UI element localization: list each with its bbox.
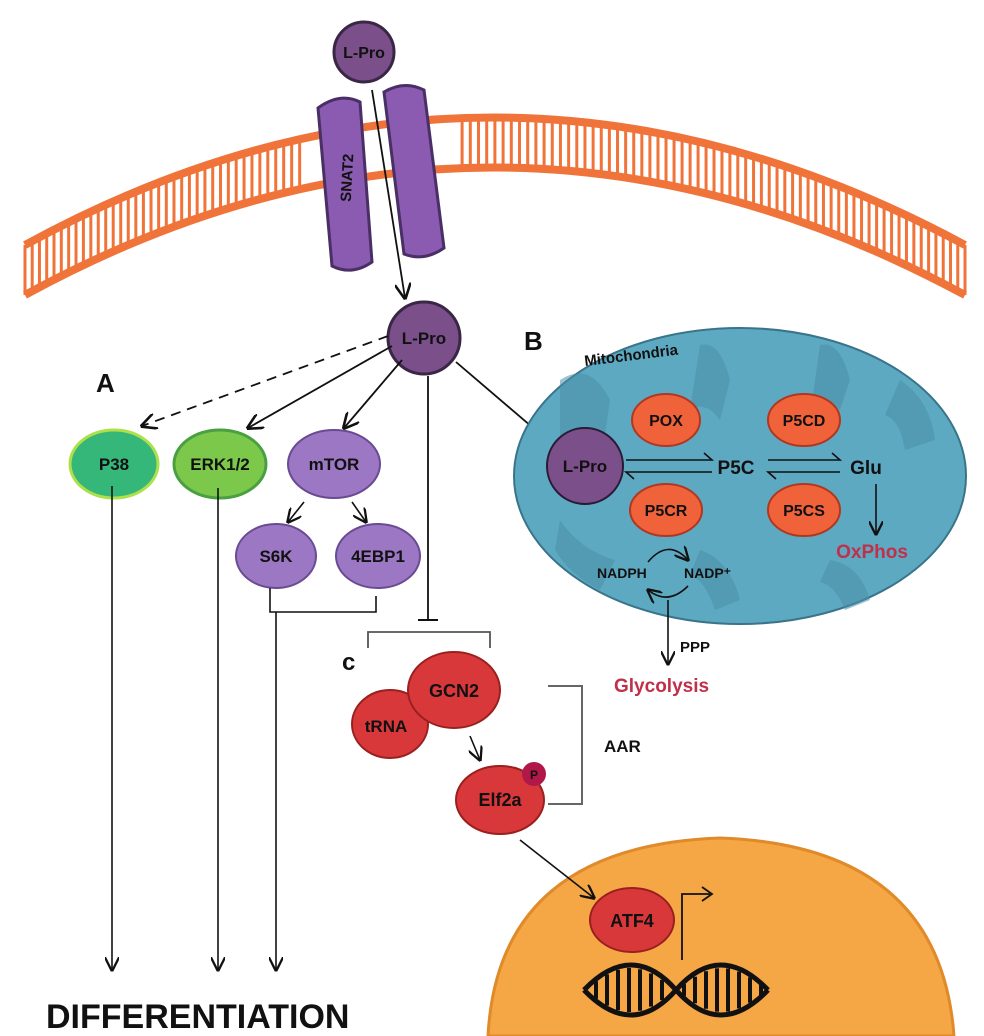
arrow-elf2a-atf4 — [519, 839, 594, 898]
aar-bracket — [548, 685, 583, 805]
p5cr-node: P5CR — [629, 483, 703, 537]
l-pro-mito-label: L-Pro — [563, 457, 607, 476]
mtor-node: mTOR — [287, 429, 381, 499]
cell-membrane — [23, 113, 967, 299]
elf2a-label: Elf2a — [478, 790, 522, 810]
section-label-c: c — [342, 649, 355, 676]
p5cr-label: P5CR — [645, 503, 688, 520]
ppp-label: PPP — [680, 639, 710, 656]
section-label-b: B — [524, 326, 543, 356]
oxphos-label: OxPhos — [836, 542, 908, 563]
s6k-node: S6K — [235, 523, 317, 589]
p5cs-label: P5CS — [783, 503, 825, 520]
l-pro-mito-node: L-Pro — [546, 427, 624, 505]
arrow-to-erk — [248, 345, 393, 428]
s6k-label: S6K — [259, 547, 293, 566]
glycolysis-label: Glycolysis — [614, 676, 709, 697]
4ebp1-label: 4EBP1 — [351, 547, 405, 566]
erk-node: ERK1/2 — [172, 428, 268, 500]
differentiation-label: DIFFERENTIATION — [46, 998, 349, 1036]
equilibrium-p5c-glu — [765, 452, 843, 480]
pox-node: POX — [631, 393, 701, 447]
snat2-label: SNAT2 — [338, 153, 357, 202]
bracket-c-top — [367, 631, 491, 648]
trna-label: tRNA — [365, 717, 408, 736]
arrow-mtor-s6k — [288, 501, 305, 522]
gcn2-node: GCN2 — [407, 651, 501, 729]
trna-node: tRNA — [351, 689, 429, 759]
elf2a-node: Elf2a — [455, 765, 545, 835]
p38-label: P38 — [99, 455, 129, 474]
nadph-cycle-top — [647, 549, 688, 562]
snat2-transporter: SNAT2 — [316, 84, 446, 272]
nadp-label: NADP⁺ — [684, 565, 731, 581]
nadph-cycle-bottom — [648, 585, 689, 597]
atf4-label: ATF4 — [610, 911, 654, 931]
arrow-mtor-4ebp1 — [351, 501, 366, 522]
l-pro-inner-label: L-Pro — [402, 329, 446, 348]
l-pro-outer-node: L-Pro — [332, 20, 396, 84]
section-label-a: A — [96, 368, 115, 398]
nadph-label: NADPH — [597, 565, 647, 581]
arrow-to-mtor — [344, 359, 403, 428]
p38-node: P38 — [68, 428, 160, 500]
4ebp1-node: 4EBP1 — [335, 523, 421, 589]
l-pro-outer-label: L-Pro — [343, 45, 385, 62]
erk-label: ERK1/2 — [190, 455, 250, 474]
l-pro-inner-node: L-Pro — [386, 300, 462, 376]
aar-label: AAR — [604, 737, 641, 756]
bracket-s6k-4ebp1 — [269, 588, 377, 613]
pox-label: POX — [649, 413, 683, 430]
p5cs-node: P5CS — [767, 483, 841, 537]
arrow-gcn2-elf2a — [470, 735, 480, 760]
mtor-label: mTOR — [309, 455, 360, 474]
gcn2-label: GCN2 — [429, 681, 479, 701]
phospho-badge: P — [522, 762, 546, 786]
nucleus — [486, 836, 956, 1036]
atf4-node: ATF4 — [589, 887, 675, 953]
p5c-label: P5C — [718, 458, 755, 479]
p5cd-node: P5CD — [767, 393, 841, 447]
transport-arrow — [371, 89, 405, 298]
equilibrium-lpro-p5c — [623, 452, 715, 480]
transcription-arrow-icon — [681, 886, 714, 960]
p5cd-label: P5CD — [783, 413, 826, 430]
arrow-to-p38 — [142, 335, 389, 426]
glu-label: Glu — [850, 458, 882, 479]
dna-helix — [582, 962, 770, 1018]
mitochondria: Mitochondria — [513, 327, 967, 625]
phospho-label: P — [530, 768, 538, 782]
